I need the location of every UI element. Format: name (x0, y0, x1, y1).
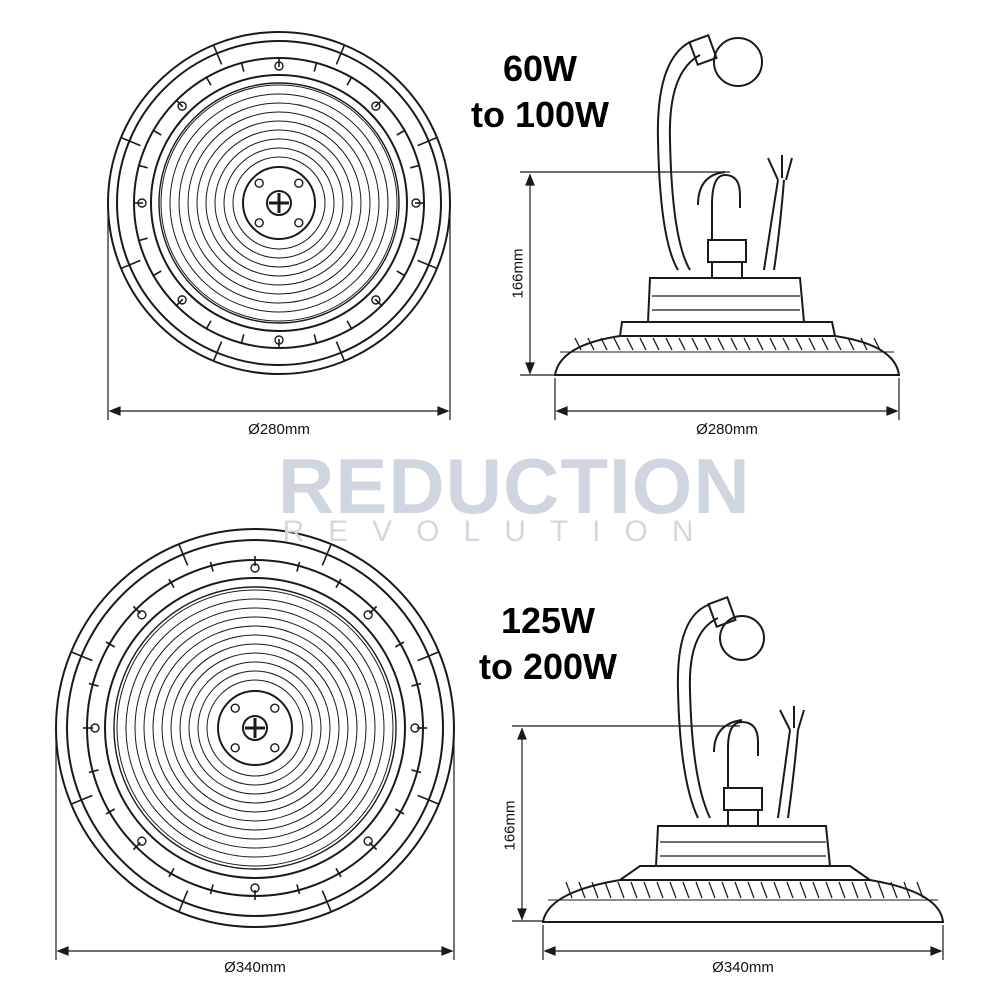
watermark-logo-line1: REDUCTION (278, 442, 751, 530)
variant-1-title-line1: 60W (502, 48, 578, 89)
variant-1-title: 60W to 100W (440, 46, 640, 138)
watermark-logo-line2: REVOLUTION (282, 515, 718, 548)
variant-2-title: 125W to 200W (448, 598, 648, 690)
variant-2-side-width-label: Ø340mm (712, 959, 774, 976)
variant-2-top-diameter-label: Ø340mm (224, 959, 286, 976)
variant-2-title-line2: to 200W (478, 646, 618, 687)
variant-2-title-line1: 125W (500, 600, 596, 641)
variant-1-top-diameter-label: Ø280mm (248, 421, 310, 438)
variant-1-side-width-label: Ø280mm (696, 421, 758, 438)
variant-2-height-label: 166mm (501, 800, 519, 851)
variant-1-height-label: 166mm (509, 248, 527, 299)
variant-1-title-line2: to 100W (470, 94, 610, 135)
